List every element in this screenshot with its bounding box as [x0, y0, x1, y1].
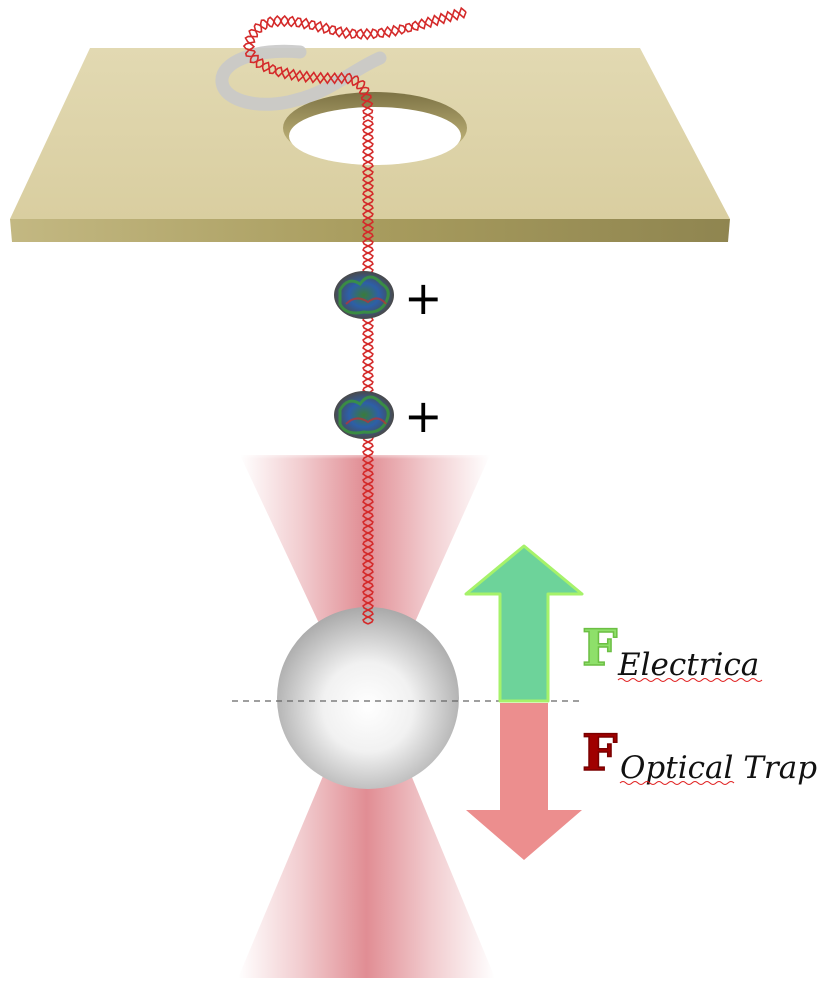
dna-shadow	[215, 44, 387, 111]
electric-spellcheck-underline	[617, 678, 763, 682]
optical-trap-force-arrow-shape	[466, 703, 582, 860]
optical-trap-force-label: F Optical Trap	[581, 722, 817, 786]
electric-force-subscript: Electrica	[617, 647, 759, 683]
charge-plus-2: +	[404, 389, 443, 443]
dna-strand	[242, 6, 467, 625]
protein-texture-1b	[345, 297, 387, 305]
protein-texture-2	[338, 395, 390, 435]
solid-state-membrane	[10, 44, 730, 242]
optical-trap-force-subscript: Optical Trap	[620, 750, 817, 786]
charge-plus-1: +	[404, 271, 443, 325]
laser-beam-lower-cone	[238, 700, 495, 978]
dna-backbone-b	[362, 119, 374, 625]
electric-force-label: F Electrica	[581, 617, 763, 683]
electric-force-arrow-shape	[464, 544, 584, 703]
laser-beam-bottom-fade	[230, 930, 500, 990]
optical-trap-force-arrow	[466, 703, 582, 860]
optical-trap-bead	[277, 607, 459, 789]
protein-texture-1	[338, 275, 390, 315]
bead-sphere	[277, 607, 459, 789]
bound-protein-2	[334, 391, 394, 439]
nanopore-hole	[289, 107, 461, 165]
optical-trap-spellcheck-underline	[619, 781, 735, 785]
dna-backbone-b	[242, 8, 467, 121]
electric-force-arrow	[464, 544, 584, 703]
laser-beam-top-fade	[230, 450, 500, 510]
optical-trap-force-symbol: F	[582, 723, 618, 782]
bound-protein-1	[334, 271, 394, 319]
electric-force-symbol: F	[582, 618, 618, 677]
protein-texture-2b	[345, 417, 387, 425]
